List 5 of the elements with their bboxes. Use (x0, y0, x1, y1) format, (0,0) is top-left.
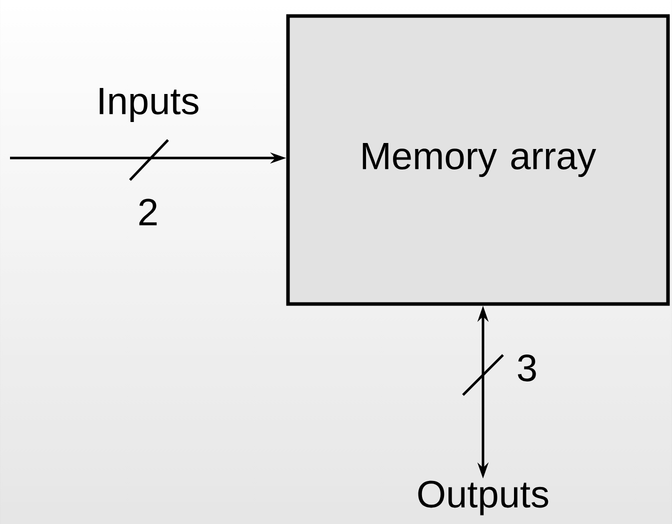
bus-width-label: 2 (139, 198, 157, 226)
memory-block: Memory array (286, 14, 670, 306)
edge-label: Inputs (100, 88, 198, 122)
bus-width-label: 3 (518, 354, 536, 382)
output-label: Outputs (418, 480, 548, 516)
